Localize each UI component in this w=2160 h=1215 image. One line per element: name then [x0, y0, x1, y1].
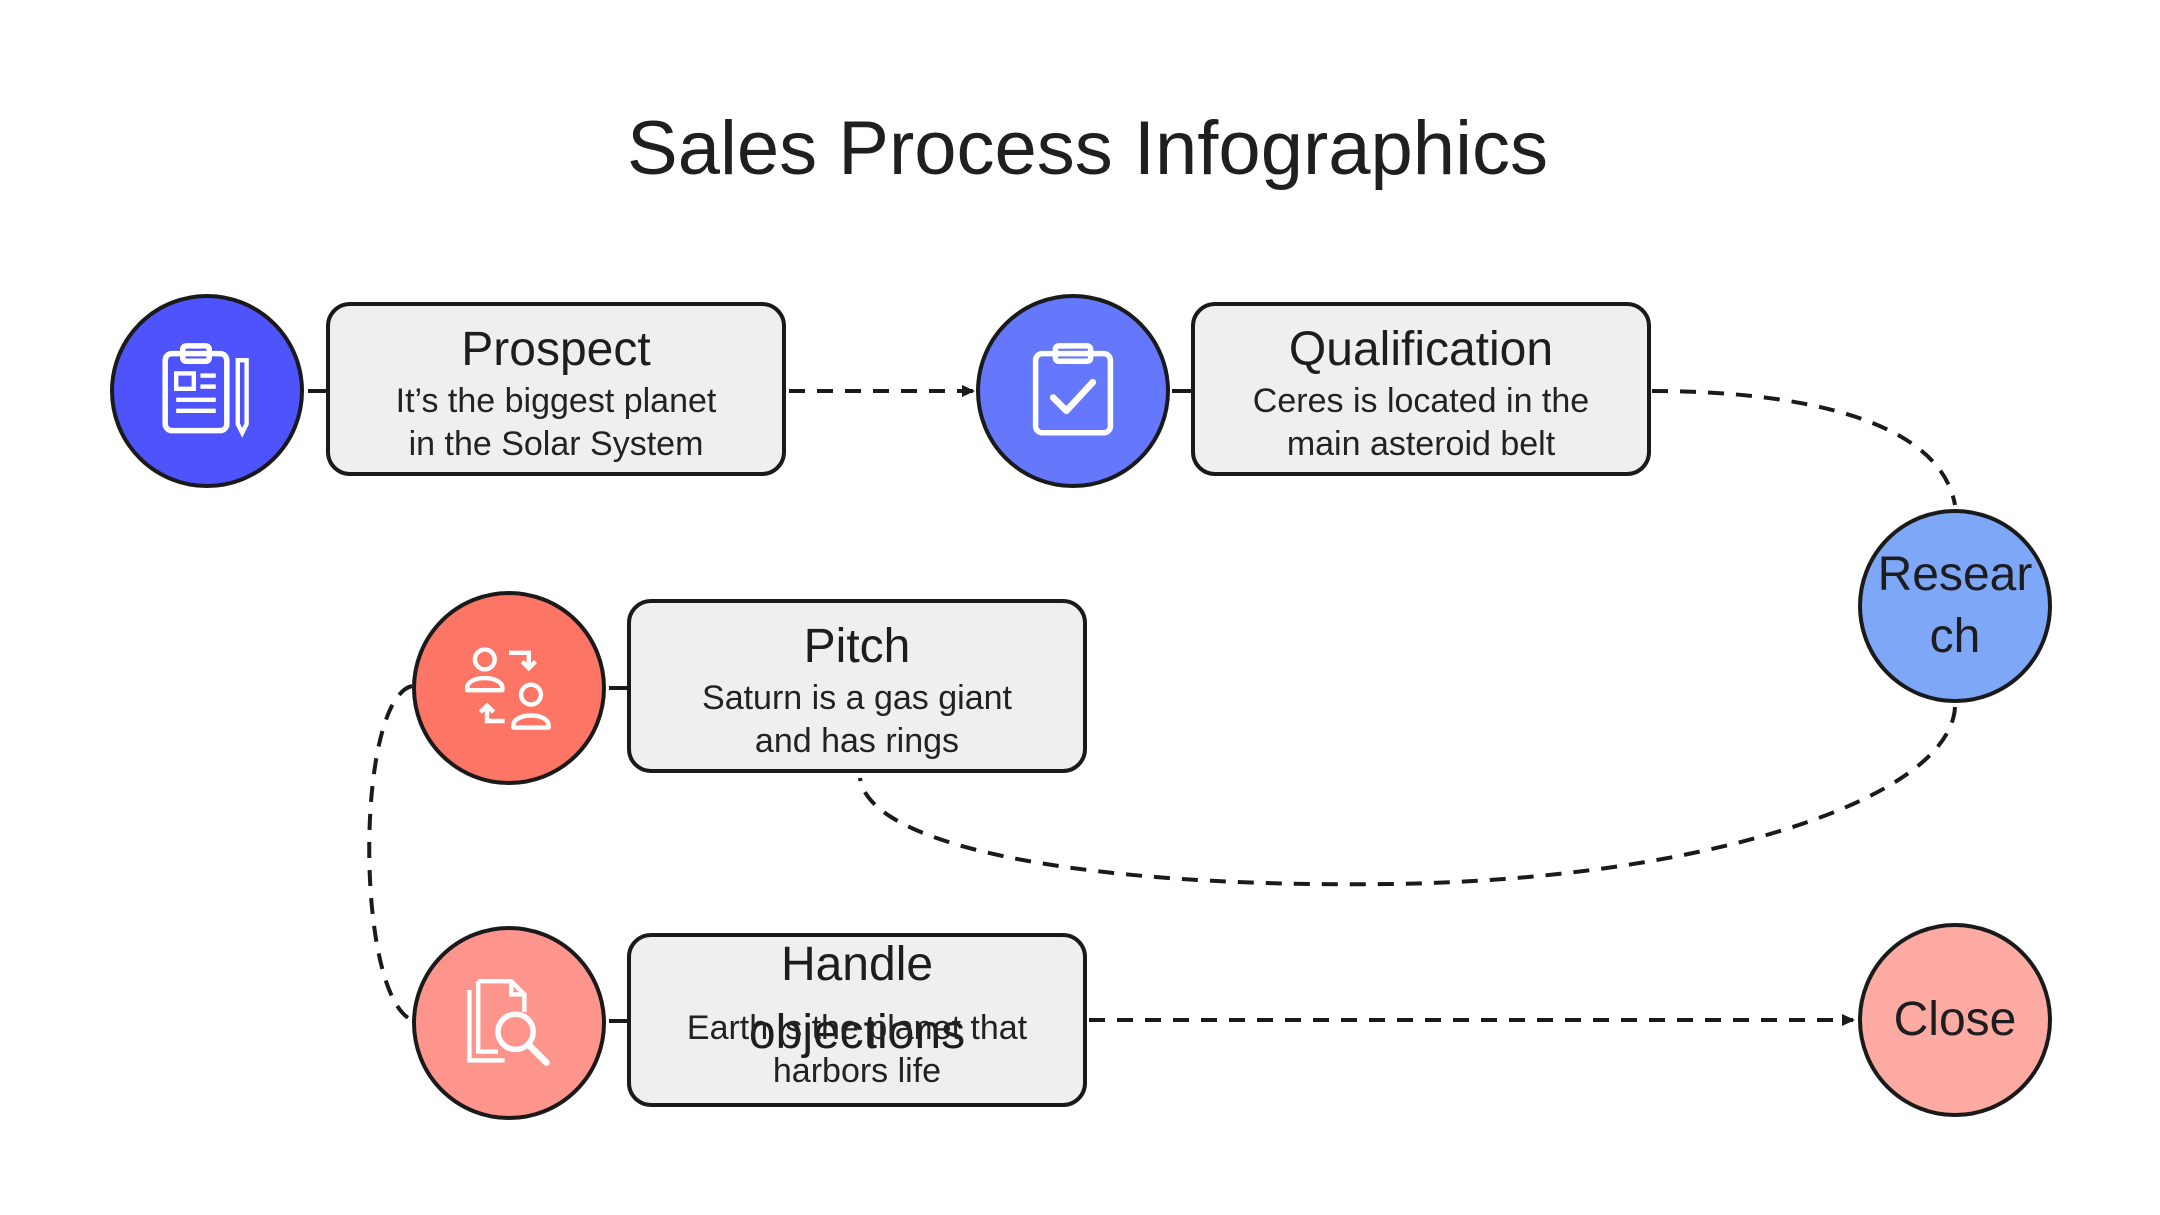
clipboard-check-icon: [1032, 343, 1114, 436]
close-label: Close: [1893, 993, 2017, 1046]
page-title: Sales Process Infographics: [627, 106, 1548, 191]
handle-objections-box: Handle objections Earth is the planet th…: [627, 933, 1087, 1107]
qualification-description: Ceres is located in the main asteroid be…: [1252, 382, 1590, 463]
user-exchange-icon: [465, 647, 551, 730]
qualification-box: Qualification Ceres is located in the ma…: [1191, 302, 1651, 476]
connector-qualification-to-research: [1651, 389, 1957, 506]
research-label: Resear ch: [1877, 548, 2033, 663]
handle-objections-circle: [412, 926, 606, 1120]
clipboard-notes-icon: [162, 343, 249, 438]
prospect-box: Prospect It’s the biggest planet in the …: [326, 302, 786, 476]
handle-objections-description: Earth is the planet that harbors life: [686, 1009, 1028, 1090]
connector-research-to-pitch: [858, 706, 1957, 887]
close-circle: Close: [1858, 923, 2052, 1117]
prospect-title: Prospect: [461, 323, 651, 376]
pitch-box: Pitch Saturn is a gas giant and has ring…: [627, 599, 1087, 773]
prospect-circle: [110, 294, 304, 488]
pitch-title: Pitch: [803, 620, 911, 673]
research-circle: Resear ch: [1858, 509, 2052, 703]
document-search-icon: [467, 979, 550, 1066]
prospect-description: It’s the biggest planet in the Solar Sys…: [395, 382, 717, 463]
pitch-description: Saturn is a gas giant and has rings: [702, 679, 1012, 760]
qualification-circle: [976, 294, 1170, 488]
pitch-circle: [412, 591, 606, 785]
connector-pitch-to-handle-objections: [367, 684, 413, 1022]
qualification-title: Qualification: [1288, 323, 1554, 376]
handle-objections-title: Handle objections: [748, 938, 966, 1059]
